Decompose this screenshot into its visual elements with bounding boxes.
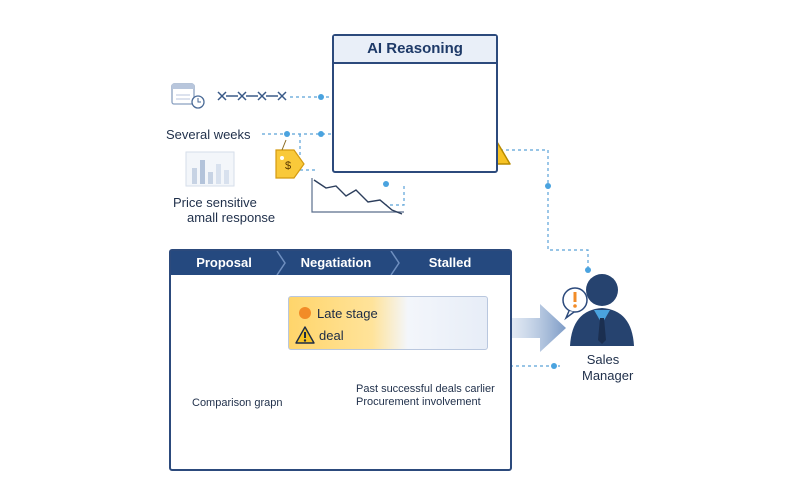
late-stage-deal-card[interactable]: Late stage deal xyxy=(288,296,488,350)
clock-icon xyxy=(191,95,205,109)
deal-pipeline: Proposal Negatiation Stalled xyxy=(169,249,512,471)
timeline-label: Several weeks xyxy=(166,127,251,142)
stage-stalled: Stalled xyxy=(428,255,472,270)
deal-label: deal xyxy=(319,328,344,343)
price-tag-icon xyxy=(275,139,305,179)
stage-proposal: Proposal xyxy=(196,255,252,270)
sales-manager-label: Sales Manager xyxy=(582,352,634,384)
calendar-icon xyxy=(171,83,195,105)
procurement-label: Procurement involvement xyxy=(356,396,481,408)
deal-warning-icon xyxy=(295,326,315,344)
past-deals-label: Past successful deals carlier xyxy=(356,383,495,395)
price-tag-symbol: $ xyxy=(285,160,291,172)
alert-icon xyxy=(562,287,588,321)
late-stage-label: Late stage xyxy=(317,306,378,321)
sales-manager-line1: Sales xyxy=(586,352,620,367)
small-response-label: amall response xyxy=(187,210,276,225)
pipeline-header: Proposal Negatiation Stalled xyxy=(171,251,510,275)
person-icon xyxy=(570,274,634,346)
sales-manager-line2: Manager xyxy=(582,368,634,383)
ai-reasoning-panel: AI Reasoning xyxy=(332,34,498,173)
comparison-graph-label: Comparison grapn xyxy=(192,397,283,409)
ai-reasoning-title: AI Reasoning xyxy=(334,36,496,64)
stage-negotiation: Negatiation xyxy=(300,255,372,270)
price-sensitive-label: Price sensitive xyxy=(173,195,257,210)
faint-bar-chart xyxy=(185,151,235,187)
timeline-x-marks xyxy=(217,91,287,101)
connector-nodes xyxy=(284,94,591,273)
stage-chevrons xyxy=(276,251,400,275)
escalation-arrow xyxy=(488,304,566,352)
deal-dot-icon xyxy=(299,307,311,319)
declining-line-chart xyxy=(311,178,404,215)
